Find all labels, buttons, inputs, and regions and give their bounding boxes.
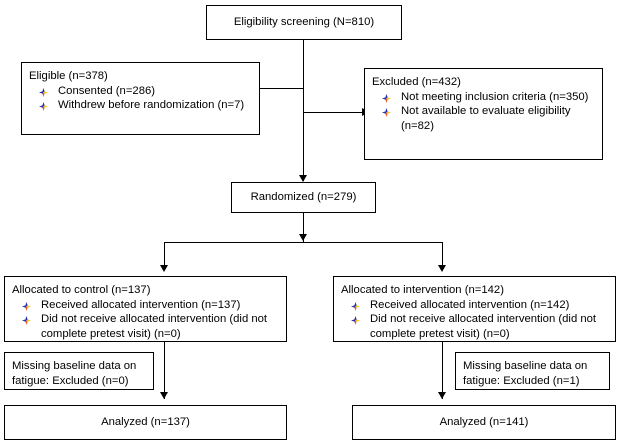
allocated-control-header: Allocated to control (n=137) — [12, 284, 151, 296]
allocated-control-item-text: Did not receive allocated intervention (… — [41, 313, 268, 340]
excluded-header: Excluded (n=432) — [372, 76, 461, 88]
pinwheel-bullet-icon — [39, 101, 48, 112]
pinwheel-bullet-icon — [22, 301, 31, 311]
connector-control-to-analyzed — [164, 341, 165, 399]
connector-intervention-to-analyzed — [442, 341, 443, 399]
allocated-intervention-header: Allocated to intervention (n=142) — [341, 284, 504, 296]
analyzed-control-label: Analyzed (n=137) — [101, 416, 190, 429]
node-missing-baseline-control: Missing baseline data on fatigue: Exclud… — [4, 352, 154, 390]
list-item: Received allocated intervention (n=142) — [341, 298, 608, 313]
list-item: Did not receive allocated intervention (… — [341, 312, 608, 341]
eligible-item-text: Consented (n=286) — [58, 84, 156, 97]
node-excluded: Excluded (n=432) Not meeting inclusi — [364, 68, 603, 160]
missing-baseline-intervention-label: Missing baseline data on fatigue: Exclud… — [463, 360, 588, 387]
node-missing-baseline-intervention: Missing baseline data on fatigue: Exclud… — [455, 352, 610, 390]
allocated-intervention-item-text: Received allocated intervention (n=142) — [370, 298, 570, 311]
node-allocated-intervention: Allocated to intervention (n=142) Re — [333, 276, 616, 342]
list-item: Not meeting inclusion criteria (n=350) — [372, 90, 595, 105]
arrow-to-randomized-icon — [299, 175, 307, 182]
eligible-header: Eligible (n=378) — [29, 70, 108, 82]
arrow-to-intervention-allocation-icon — [438, 265, 446, 272]
eligibility-screening-label: Eligibility screening (N=810) — [233, 16, 375, 29]
list-item: Did not receive allocated intervention (… — [12, 312, 279, 341]
eligible-item-text: Withdrew before randomization (n=7) — [58, 99, 245, 112]
node-allocated-control: Allocated to control (n=137) Receive — [4, 276, 287, 342]
excluded-item-list: Not meeting inclusion criteria (n=350) — [372, 90, 595, 134]
arrow-control-to-analyzed-icon — [160, 392, 168, 399]
pinwheel-bullet-icon — [22, 315, 31, 326]
connector-to-intervention-allocation — [442, 242, 443, 268]
eligible-item-list: Consented (n=286) Withdrew before — [29, 84, 252, 113]
excluded-item-text: Not available to evaluate eligibility (n… — [401, 105, 571, 132]
pinwheel-bullet-icon — [382, 107, 391, 118]
allocated-intervention-item-text: Did not receive allocated intervention (… — [370, 313, 597, 340]
connector-to-control-allocation — [164, 242, 165, 268]
analyzed-intervention-label: Analyzed (n=141) — [439, 416, 529, 429]
allocated-control-item-list: Received allocated intervention (n=137) — [12, 298, 279, 342]
list-item: Received allocated intervention (n=137) — [12, 298, 279, 313]
node-eligible: Eligible (n=378) Consented (n=286) — [21, 62, 260, 135]
arrow-to-control-allocation-icon — [160, 265, 168, 272]
pinwheel-bullet-icon — [351, 315, 360, 326]
node-analyzed-intervention: Analyzed (n=141) — [352, 405, 616, 440]
node-analyzed-control: Analyzed (n=137) — [4, 405, 287, 440]
allocated-intervention-item-list: Received allocated intervention (n=142) — [341, 298, 608, 342]
list-item: Consented (n=286) — [29, 84, 252, 99]
node-eligibility-screening: Eligibility screening (N=810) — [206, 5, 402, 40]
list-item: Withdrew before randomization (n=7) — [29, 98, 252, 113]
node-randomized: Randomized (n=279) — [231, 182, 376, 213]
connector-screening-to-randomized — [303, 40, 304, 181]
connector-allocation-splitter — [164, 242, 443, 243]
arrow-randomized-split-icon — [299, 234, 307, 241]
connector-randomized-stem — [303, 212, 304, 243]
pinwheel-bullet-icon — [351, 301, 360, 311]
pinwheel-bullet-icon — [382, 93, 391, 103]
missing-baseline-control-label: Missing baseline data on fatigue: Exclud… — [12, 360, 137, 387]
allocated-control-item-text: Received allocated intervention (n=137) — [41, 298, 241, 311]
list-item: Not available to evaluate eligibility (n… — [372, 104, 595, 133]
pinwheel-bullet-icon — [39, 87, 48, 97]
connector-to-excluded — [303, 112, 363, 113]
arrow-intervention-to-analyzed-icon — [438, 392, 446, 399]
randomized-label: Randomized (n=279) — [250, 191, 357, 204]
excluded-item-text: Not meeting inclusion criteria (n=350) — [401, 90, 589, 103]
